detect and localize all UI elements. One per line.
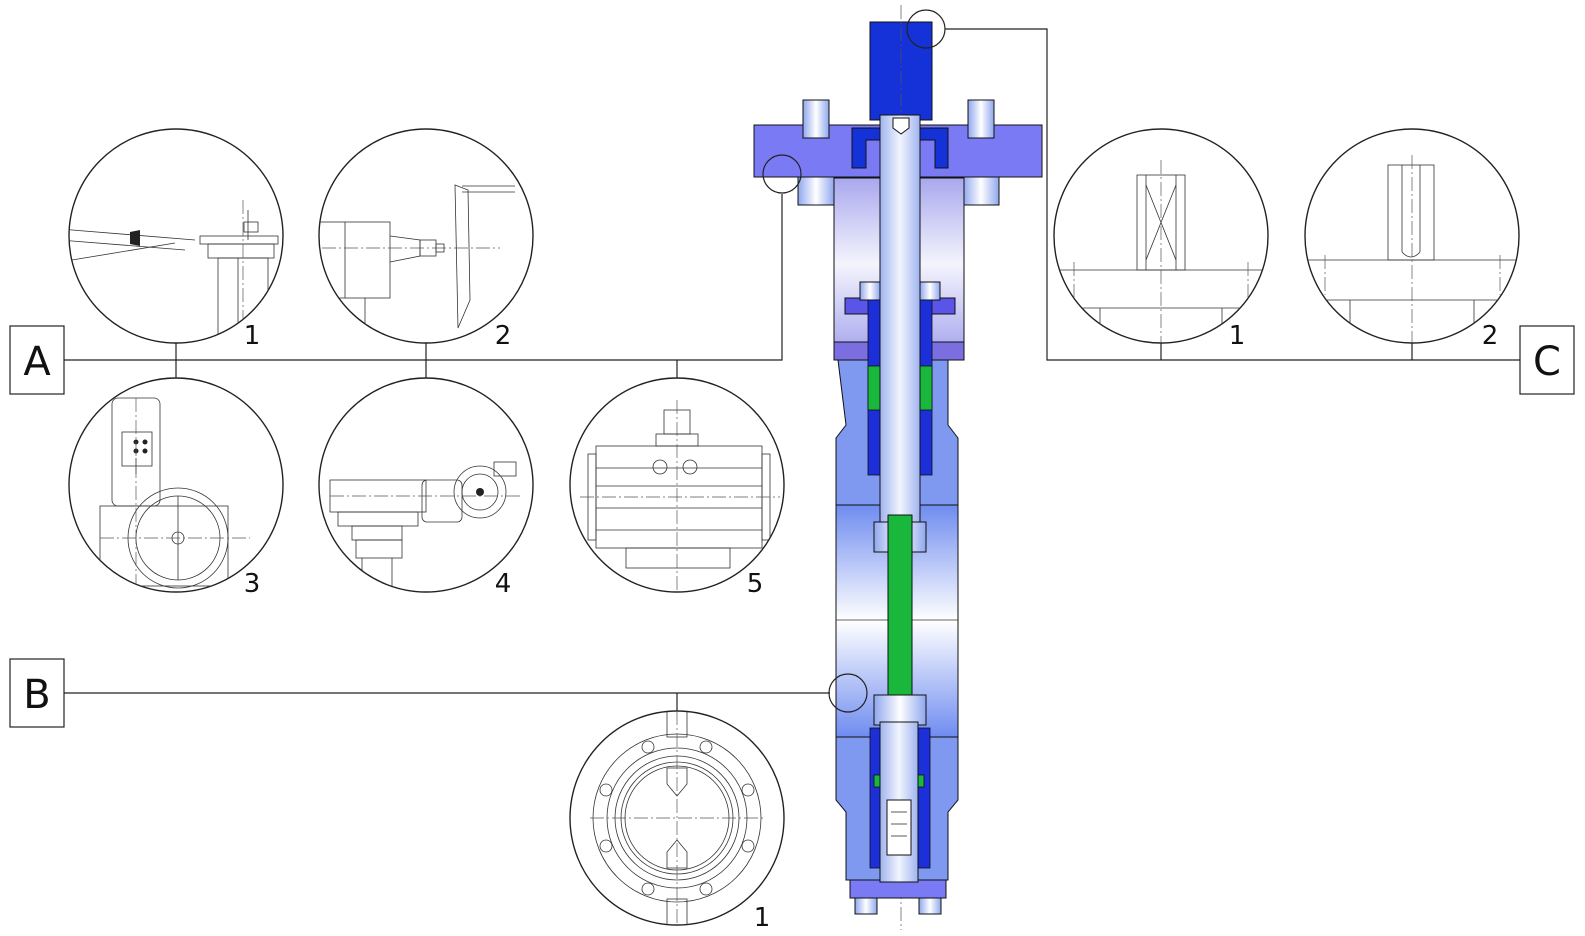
- detail-a3: 3: [68, 377, 284, 599]
- detail-a4: 4: [318, 377, 534, 599]
- marker-circle-b: [828, 673, 868, 713]
- svg-text:B: B: [23, 672, 50, 718]
- svg-text:5: 5: [747, 569, 764, 599]
- valve-cross-section: [753, 5, 1043, 930]
- svg-text:1: 1: [244, 321, 261, 351]
- svg-text:2: 2: [495, 321, 512, 351]
- detail-b1: 1: [569, 710, 785, 933]
- svg-text:3: 3: [244, 569, 261, 599]
- label-box-c: C: [1519, 325, 1575, 395]
- detail-c1: 1: [1053, 128, 1269, 351]
- leader-lines: [64, 28, 1520, 711]
- marker-circle-a: [762, 154, 802, 194]
- svg-text:1: 1: [1229, 321, 1246, 351]
- detail-a2: 2: [318, 128, 534, 351]
- svg-text:C: C: [1533, 339, 1561, 385]
- svg-text:4: 4: [495, 569, 512, 599]
- label-box-a: A: [9, 325, 65, 395]
- detail-a1: 1: [68, 128, 284, 351]
- svg-text:1: 1: [754, 903, 771, 933]
- svg-text:2: 2: [1482, 321, 1499, 351]
- svg-text:A: A: [23, 339, 51, 385]
- detail-c2: 2: [1304, 128, 1520, 351]
- label-box-b: B: [9, 658, 65, 728]
- marker-circle-c: [906, 9, 946, 49]
- detail-a5: 5: [569, 377, 785, 599]
